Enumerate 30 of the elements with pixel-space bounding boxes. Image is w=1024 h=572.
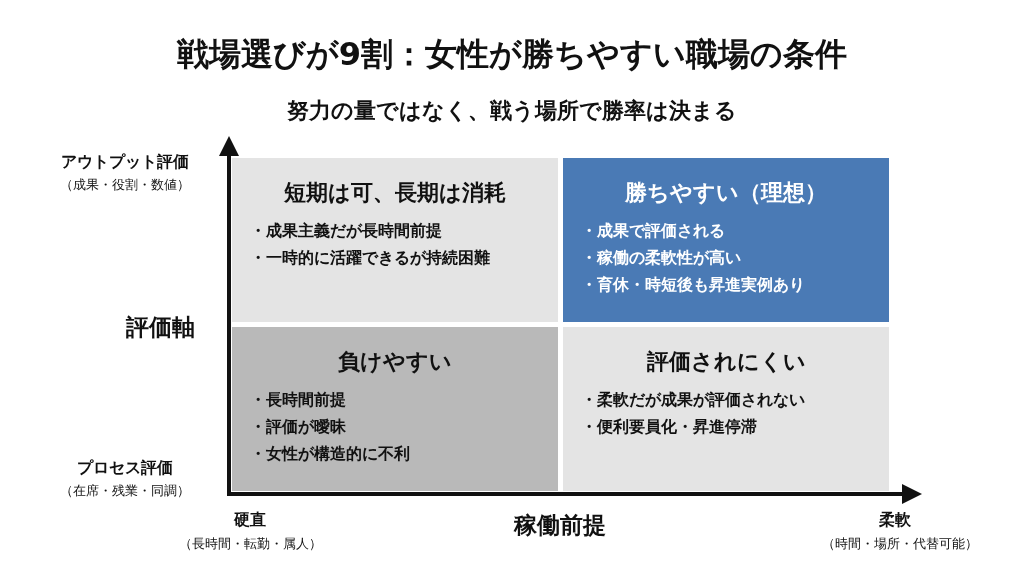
axis-title: 稼働前提: [513, 511, 607, 540]
quadrant-panel: [563, 158, 889, 322]
axis-label: （長時間・転勤・属人）: [177, 535, 323, 553]
axis-label: （時間・場所・代替可能）: [821, 535, 979, 553]
bullet-item: ・柔軟だが成果が評価されない: [581, 389, 805, 411]
subtitle: 努力の量ではなく、戦う場所で勝率は決まる: [286, 97, 738, 125]
quadrant-heading: 短期は可、長期は消耗: [284, 179, 506, 207]
axis-label: （在席・残業・同調）: [59, 482, 191, 500]
quadrant-heading: 負けやすい: [338, 348, 452, 376]
axis-title: 評価軸: [124, 313, 196, 342]
bullet-item: ・育休・時短後も昇進実例あり: [581, 274, 805, 296]
axis-label: 硬直: [233, 509, 267, 531]
axis-label: （成果・役割・数値）: [59, 176, 191, 194]
bullet-item: ・長時間前提: [250, 389, 347, 411]
quadrant-panel: [232, 158, 558, 322]
quadrant-panel: [232, 327, 558, 491]
quadrant-heading: 勝ちやすい（理想）: [625, 179, 827, 207]
bullet-item: ・女性が構造的に不利: [250, 443, 410, 465]
bullet-item: ・評価が曖昧: [250, 416, 347, 438]
quadrant-heading: 評価されにくい: [646, 348, 806, 376]
bullet-item: ・稼働の柔軟性が高い: [581, 247, 742, 269]
axis-label: 柔軟: [878, 509, 912, 531]
bullet-item: ・成果主義だが長時間前提: [250, 220, 443, 242]
quadrant-panel: [563, 327, 889, 491]
title: 戦場選びが9割：女性が勝ちやすい職場の条件: [175, 34, 849, 75]
bullet-item: ・成果で評価される: [581, 220, 726, 242]
bullet-item: ・便利要員化・昇進停滞: [581, 416, 758, 438]
axis-label: プロセス評価: [76, 457, 174, 479]
axis-label: アウトプット評価: [60, 151, 190, 173]
bullet-item: ・一時的に活躍できるが持続困難: [250, 247, 490, 269]
